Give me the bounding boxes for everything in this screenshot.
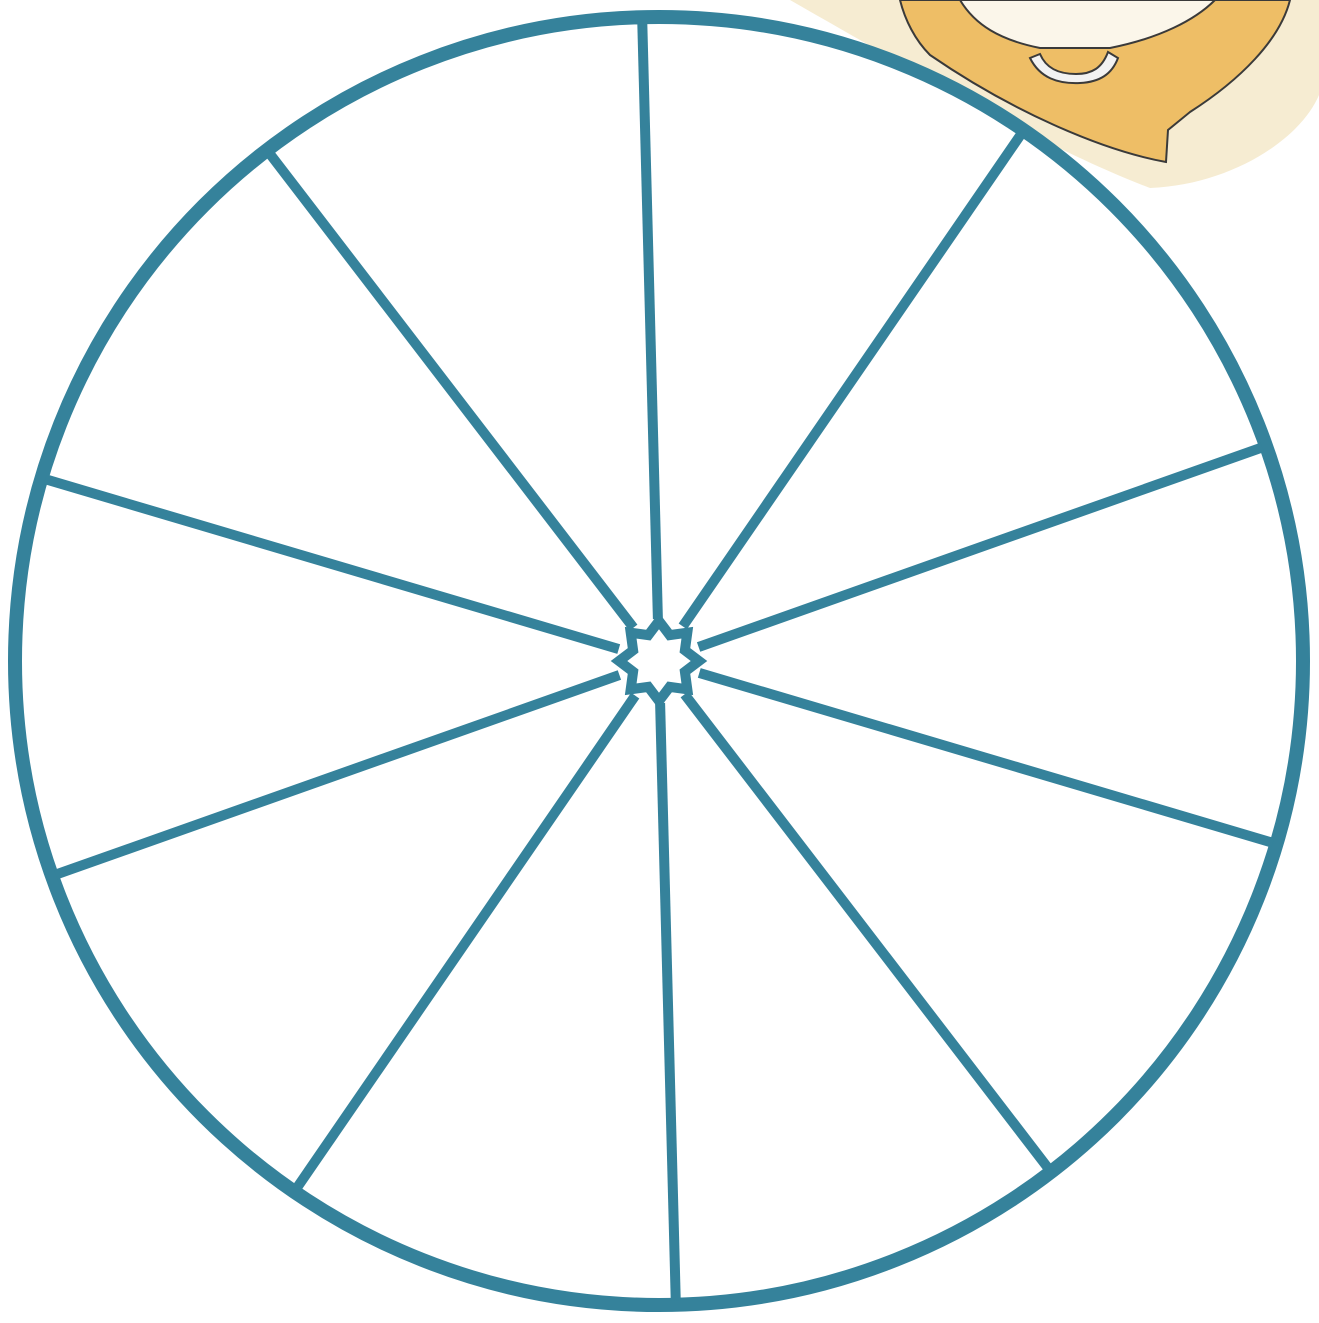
wheel	[15, 17, 1303, 1305]
wheel-hub-star-icon	[619, 621, 699, 701]
